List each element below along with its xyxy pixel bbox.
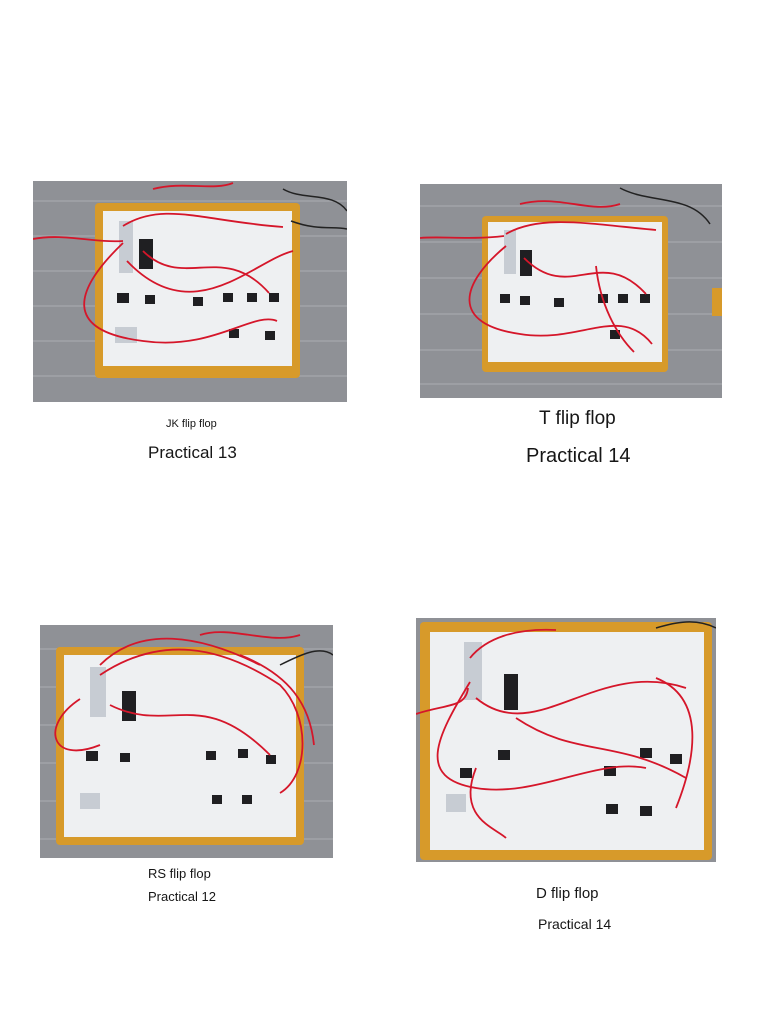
photo-jk-flip-flop — [33, 181, 347, 402]
photo-t-flip-flop — [420, 184, 722, 398]
caption-title-3: RS flip flop — [148, 866, 211, 881]
caption-practical-2: Practical 14 — [526, 445, 631, 467]
caption-practical-4: Practical 14 — [538, 916, 612, 932]
board-panel — [488, 222, 662, 362]
caption-practical-3: Practical 12 — [148, 889, 216, 904]
caption-title-1: JK flip flop — [166, 418, 217, 430]
photo-d-flip-flop — [416, 618, 716, 862]
caption-title-2: T flip flop — [539, 408, 616, 429]
trainer-board-image-1 — [33, 181, 347, 402]
caption-title-4: D flip flop — [536, 885, 599, 902]
trainer-board-image-3 — [40, 625, 333, 858]
caption-practical-1: Practical 13 — [148, 443, 237, 462]
trainer-board-image-2 — [420, 184, 722, 398]
trainer-board-image-4 — [416, 618, 716, 862]
photo-rs-flip-flop — [40, 625, 333, 858]
